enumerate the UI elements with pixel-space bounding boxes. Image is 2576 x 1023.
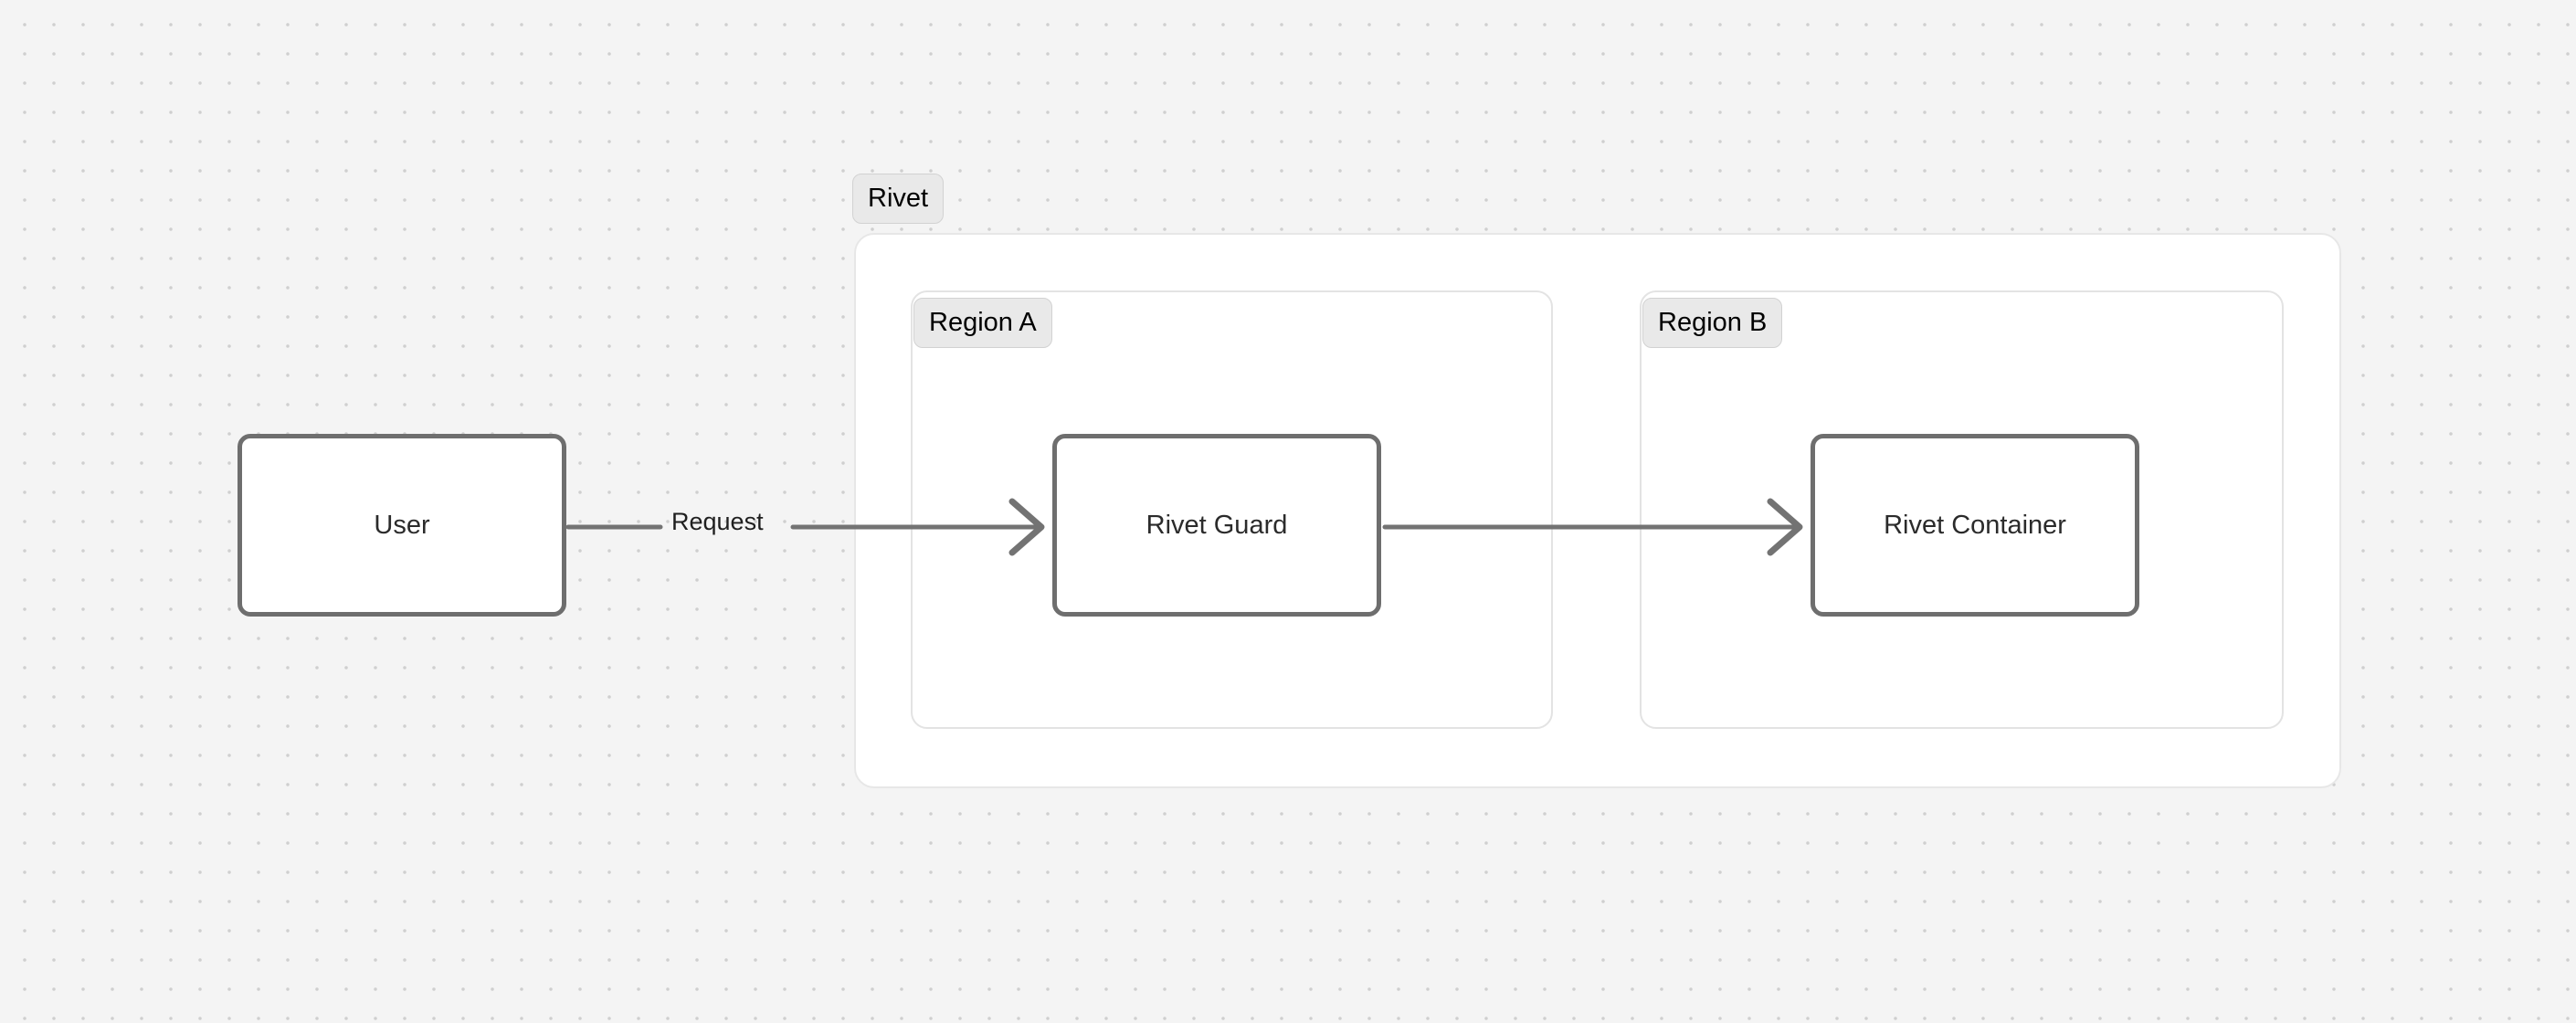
group-label-rivet[interactable]: Rivet	[852, 174, 945, 224]
node-rivet-guard[interactable]: Rivet Guard	[1052, 434, 1381, 617]
node-user-label: User	[374, 510, 430, 540]
node-rivet-container-label: Rivet Container	[1884, 510, 2066, 540]
group-label-region-a[interactable]: Region A	[913, 298, 1052, 348]
node-user[interactable]: User	[238, 434, 566, 617]
node-rivet-container[interactable]: Rivet Container	[1811, 434, 2139, 617]
edge-label-request: Request	[671, 508, 764, 535]
node-rivet-guard-label: Rivet Guard	[1145, 510, 1288, 540]
group-label-region-b[interactable]: Region B	[1642, 298, 1783, 348]
